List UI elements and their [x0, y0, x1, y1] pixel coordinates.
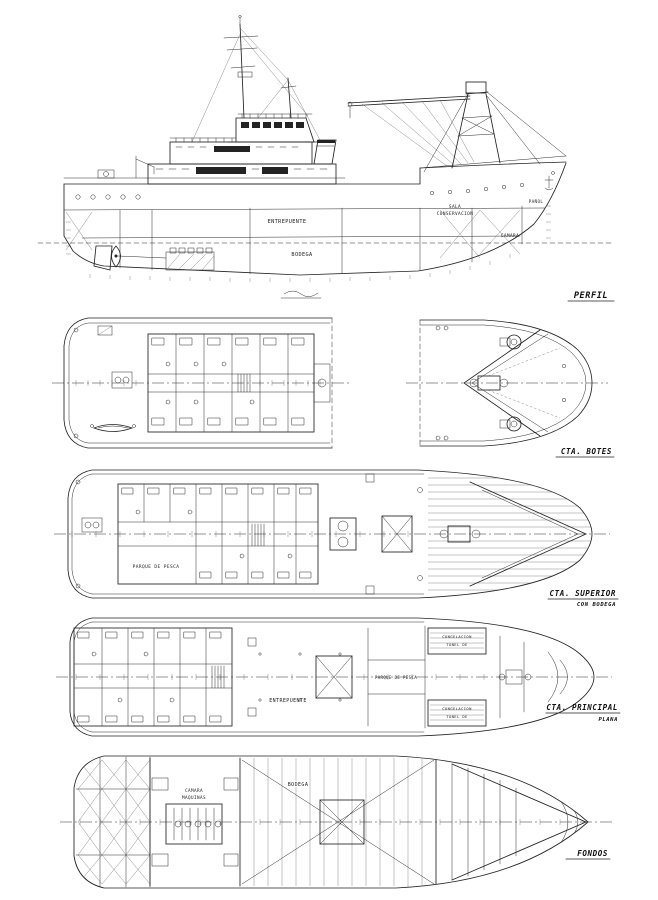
- caption-principal: CTA. PRINCIPAL: [546, 703, 618, 712]
- principal-caption: CTA. PRINCIPAL PLANA: [545, 703, 621, 723]
- superior-caption: CTA. SUPERIOR CON BODEGA: [547, 589, 619, 608]
- boat-deck-view: CTA. BOTES: [0, 308, 658, 460]
- label-entrepuente-plan: ENTREPUENTE: [269, 698, 307, 704]
- profile-drawing: ENTREPUENTE BODEGA SALA CONSERVACION CAM…: [37, 15, 615, 302]
- caption-botes: CTA. BOTES: [561, 447, 612, 456]
- bottom-plan-drawing: CAMARA MAQUINAS BODEGA FONDOS: [60, 755, 612, 889]
- caption-superior: CTA. SUPERIOR: [550, 589, 617, 598]
- label-camara: CAMARA: [501, 233, 519, 239]
- engine-silhouette: [165, 247, 215, 271]
- caption-superior-sub: CON BODEGA: [577, 602, 616, 608]
- label-tunel-inf-1: CONGELACION: [442, 706, 472, 711]
- botes-caption: CTA. BOTES: [555, 447, 615, 458]
- label-entrepuente: ENTREPUENTE: [268, 219, 307, 225]
- upper-deck-drawing: PARQUE DE PESCA CTA. SUPERIOR C: [54, 469, 619, 608]
- caption-principal-sub: PLANA: [598, 717, 618, 723]
- label-bodega: BODEGA: [291, 252, 313, 258]
- trawl-gantry: [347, 81, 567, 173]
- main-deck-view: ENTREPUENTE PARQUE DE PESCA CONGELACION …: [0, 610, 658, 744]
- forecastle-plan: [406, 319, 608, 447]
- frame-ticks: [71, 531, 409, 537]
- frame-ticks: [79, 819, 561, 825]
- profile-view: ENTREPUENTE BODEGA SALA CONSERVACION CAM…: [0, 6, 658, 310]
- bow-fittings: [544, 171, 555, 191]
- bottom-plan-view: CAMARA MAQUINAS BODEGA FONDOS: [0, 744, 658, 900]
- label-tunel-inf-2: TUNEL DE: [446, 714, 468, 719]
- label-panol: PAÑOL: [529, 199, 544, 204]
- label-bodega-fondos: BODEGA: [288, 782, 308, 788]
- label-parque-de-pesca-principal: PARQUE DE PESCA: [375, 675, 417, 680]
- caption-perfil: PERFIL: [574, 291, 608, 301]
- label-conservacion: CONSERVACION: [437, 211, 474, 217]
- label-parque-de-pesca-superior: PARQUE DE PESCA: [133, 564, 180, 570]
- stern-gear: [93, 155, 167, 271]
- superstructure: [147, 113, 337, 185]
- main-deck-drawing: ENTREPUENTE PARQUE DE PESCA CONGELACION …: [56, 617, 621, 737]
- fondos-caption: FONDOS: [565, 849, 611, 860]
- freezer-tunnels: CONGELACION TUNEL DE CONGELACION TUNEL D…: [427, 627, 487, 727]
- boat-deck-drawing: CTA. BOTES: [52, 317, 615, 458]
- frame-ticks: [75, 674, 485, 680]
- foremast: [191, 15, 321, 143]
- lifeboat: [92, 424, 134, 432]
- hold-plan: BODEGA: [241, 758, 437, 887]
- portholes: [75, 182, 525, 200]
- label-sala: SALA: [449, 204, 461, 210]
- boat-deck-plan: [52, 317, 352, 449]
- hull: [37, 155, 613, 282]
- main-engine: [165, 803, 223, 845]
- caption-fondos: FONDOS: [577, 849, 608, 858]
- label-tunel-sup-2: TUNEL DE: [446, 642, 468, 647]
- bottom-hull: [73, 755, 589, 889]
- label-camara: CAMARA: [185, 788, 203, 794]
- label-tunel-sup-1: CONGELACION: [442, 634, 472, 639]
- upper-deck-view: PARQUE DE PESCA CTA. SUPERIOR C: [0, 460, 658, 610]
- label-maquinas: MAQUINAS: [182, 795, 206, 801]
- scale-note: [280, 290, 322, 299]
- profile-caption: PERFIL: [567, 291, 615, 302]
- profile-labels: ENTREPUENTE BODEGA SALA CONSERVACION CAM…: [268, 199, 544, 258]
